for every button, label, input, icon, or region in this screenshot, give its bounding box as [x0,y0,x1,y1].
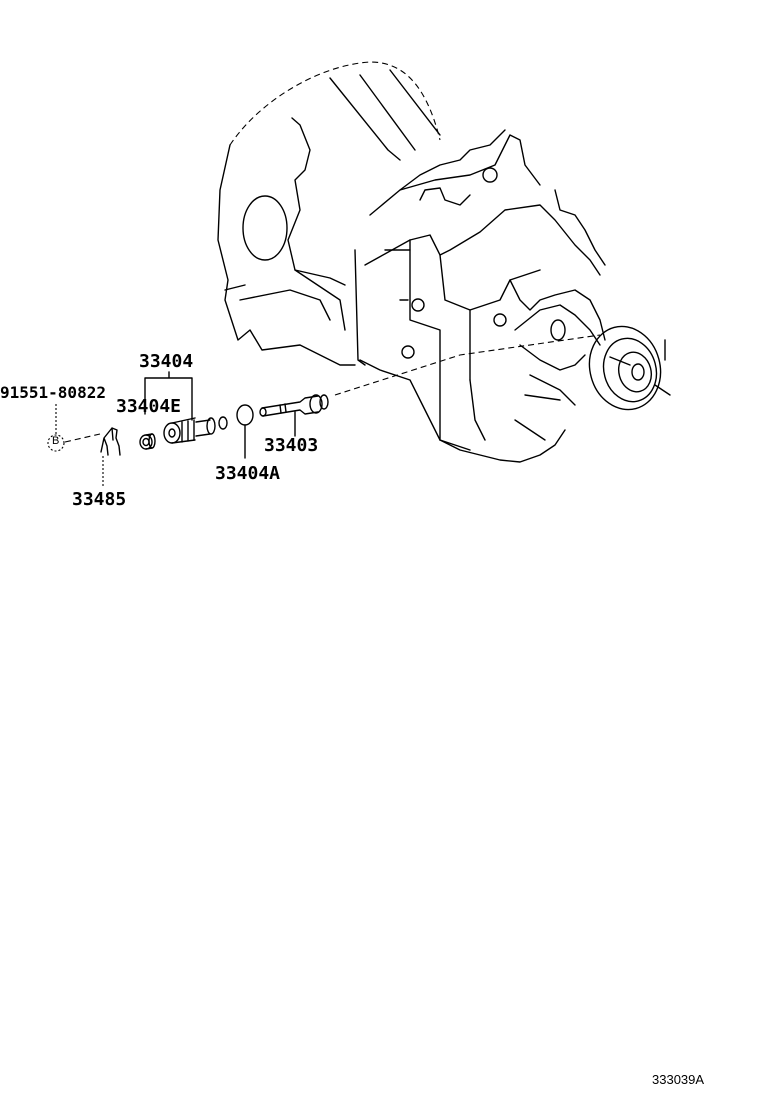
callout-33403[interactable]: 33403 [264,435,319,456]
callout-33404A[interactable]: 33404A [215,463,281,484]
callout-33485[interactable]: 33485 [72,489,127,510]
drive-shaft-icon [259,394,329,417]
o-ring-icon [236,404,254,426]
retainer-clip-icon [100,427,121,456]
assembly-line [334,334,601,396]
callout-33404[interactable]: 33404 [139,351,194,372]
driven-gear-sleeve-icon [163,416,228,444]
transmission-housing-icon [217,61,671,463]
figure-number: 333039A [652,1072,705,1087]
leader-33404 [144,371,193,421]
callout-91551-80822[interactable]: 91551-80822 [0,383,106,402]
bushing-icon [139,433,156,450]
bolt-marker-icon [47,434,65,452]
bolt-marker-label: B [52,435,60,447]
callout-33404E[interactable]: 33404E [116,396,182,417]
